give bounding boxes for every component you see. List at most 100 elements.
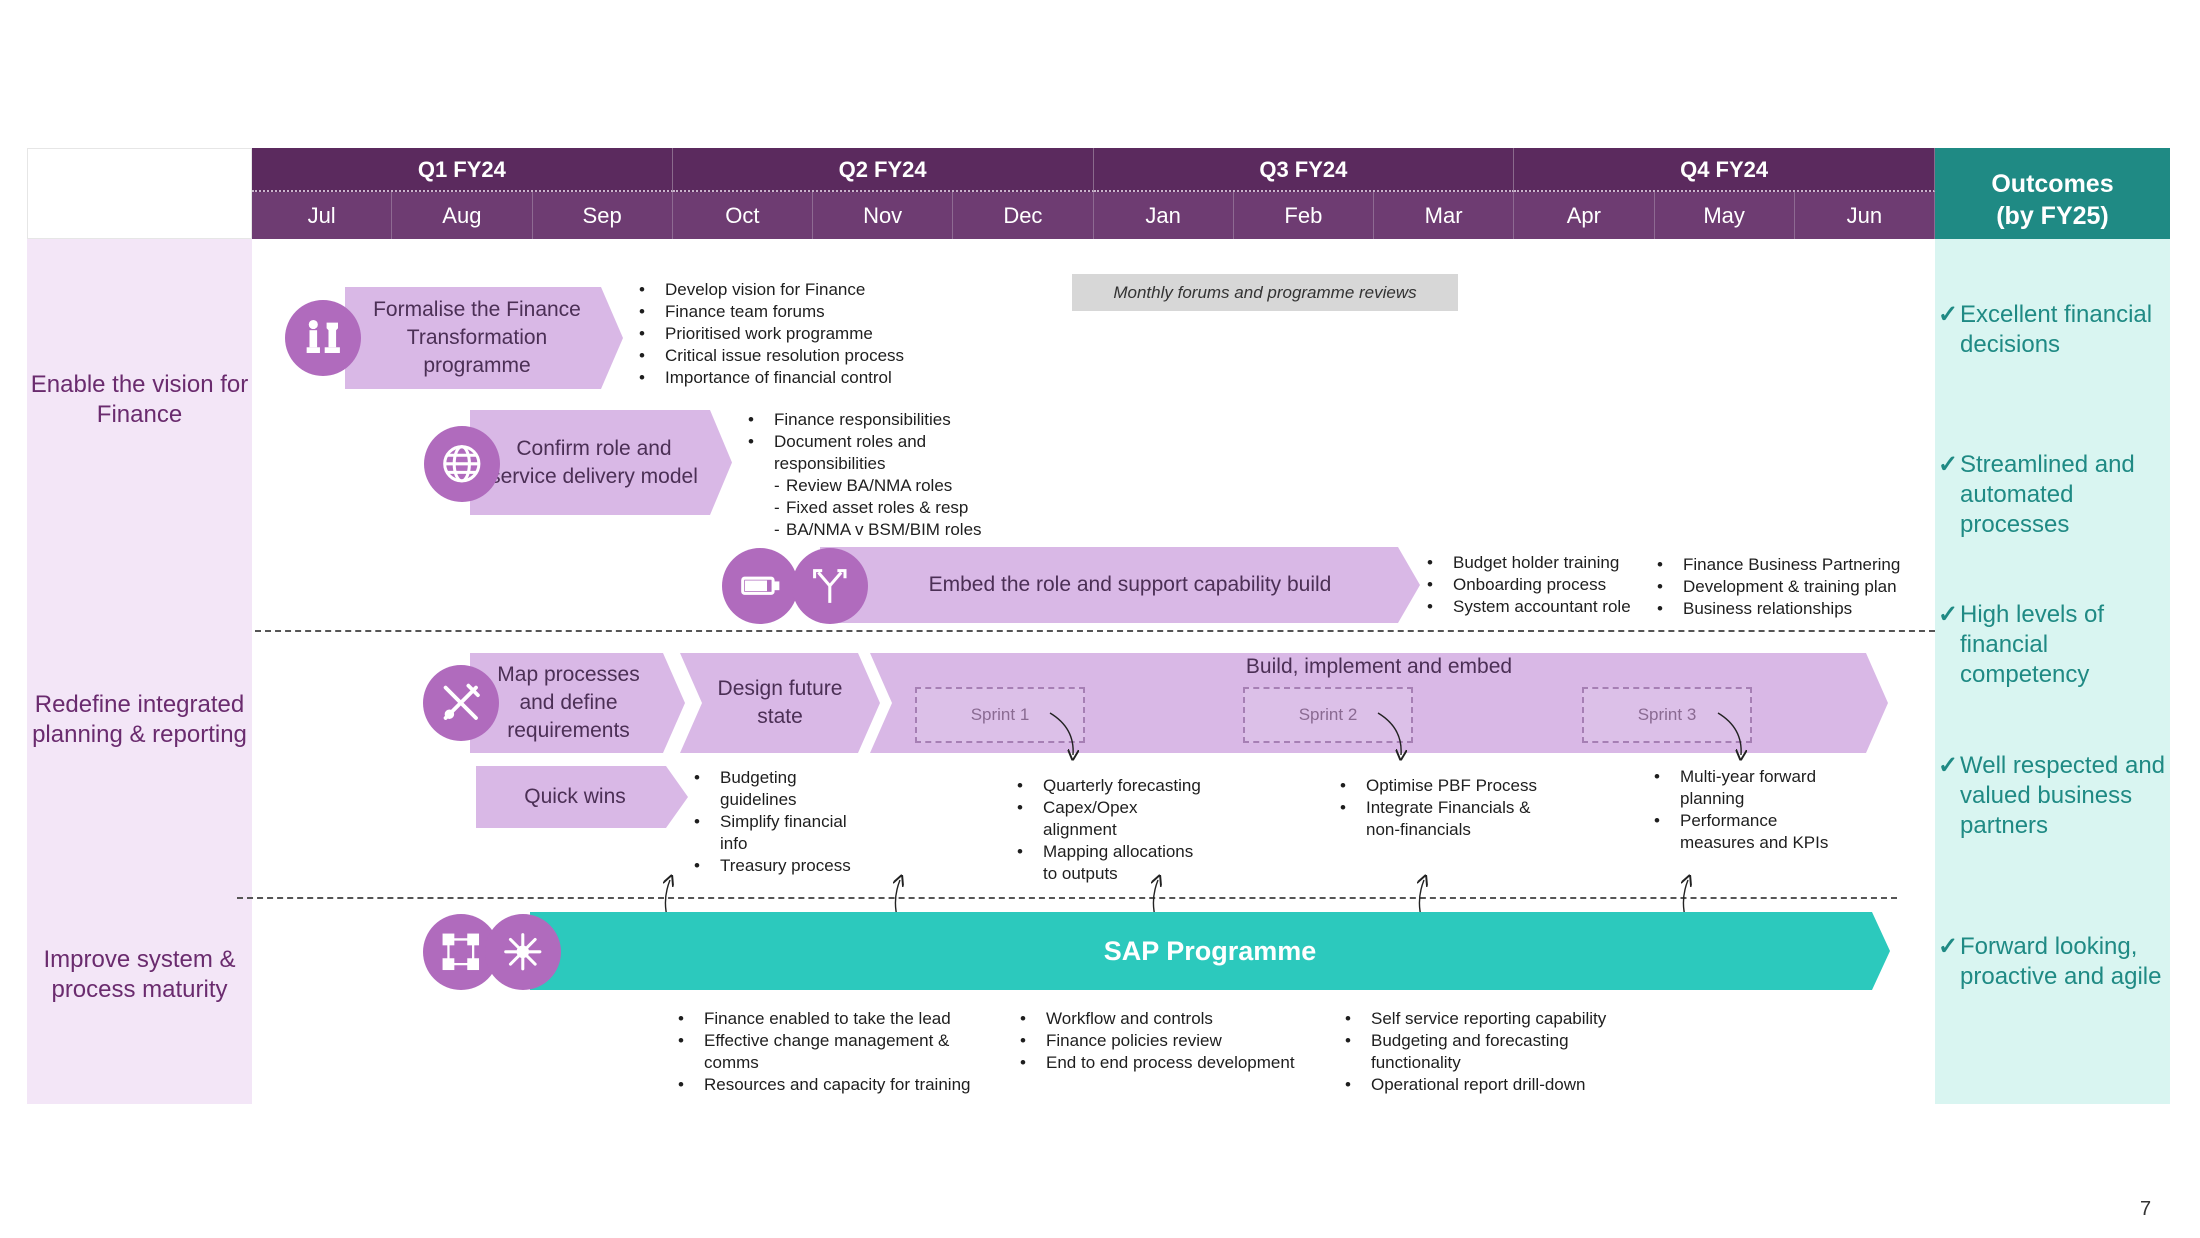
bullet-item: Performance	[1650, 810, 1880, 832]
map-processes-chevron: Map processes and define requirements	[470, 653, 685, 753]
bullet-item: Document roles and	[744, 431, 1044, 453]
row-label-column	[27, 239, 252, 1104]
bullet-item: Budget holder training	[1423, 552, 1663, 574]
month-dec: Dec	[953, 192, 1094, 239]
bullet-item: responsibilities	[774, 454, 886, 473]
build-implement-label: Build, implement and embed	[1245, 655, 1513, 678]
bullet-item: End to end process development	[1016, 1052, 1346, 1074]
bullet-item: Quarterly forecasting	[1013, 775, 1243, 797]
outcome-text: Well respected and valued business partn…	[1960, 752, 2166, 839]
outcome-text: Excellent financial decisions	[1960, 301, 2153, 358]
formalise-programme-chevron: Formalise the Finance Transformation pro…	[345, 287, 623, 389]
month-may: May	[1655, 192, 1795, 239]
month-apr: Apr	[1514, 192, 1655, 239]
quarter-q1: Q1 FY24	[252, 148, 673, 192]
confirm-role-bullets: Finance responsibilities Document roles …	[744, 409, 1044, 541]
month-oct: Oct	[673, 192, 813, 239]
system-bullets-1: Finance enabled to take the lead Effecti…	[674, 1008, 1014, 1096]
embed-bullets-b: Finance Business Partnering Development …	[1653, 554, 1933, 620]
sprint-1: Sprint 1	[915, 687, 1085, 743]
planning-bullets-3: Optimise PBF Process Integrate Financial…	[1336, 775, 1576, 841]
bullet-item: alignment	[1043, 820, 1117, 839]
bullet-item: Workflow and controls	[1016, 1008, 1346, 1030]
planning-bullets-1: Budgeting guidelines Simplify financial …	[690, 767, 900, 877]
sub-bullet-item: BA/NMA v BSM/BIM roles	[744, 519, 1044, 541]
bullet-item: Finance Business Partnering	[1653, 554, 1933, 576]
month-sep: Sep	[533, 192, 673, 239]
bullet-item: Development & training plan	[1653, 576, 1933, 598]
outcomes-subtitle: (by FY25)	[1996, 202, 2109, 230]
sprint-2: Sprint 2	[1243, 687, 1413, 743]
outcome-item: ✓ Well respected and valued business par…	[1938, 751, 2170, 841]
sub-bullet-item: Review BA/NMA roles	[744, 475, 1044, 497]
check-icon: ✓	[1938, 301, 1959, 328]
bullet-item: Prioritised work programme	[635, 323, 975, 345]
check-icon: ✓	[1938, 601, 1959, 628]
check-icon: ✓	[1938, 451, 1959, 478]
bullet-item: Resources and capacity for training	[674, 1074, 1014, 1096]
embed-bullets-a: Budget holder training Onboarding proces…	[1423, 552, 1663, 618]
outcomes-column	[1935, 239, 2170, 1104]
outcome-text: High levels of financial competency	[1960, 601, 2105, 688]
outcomes-header: Outcomes (by FY25)	[1935, 148, 2170, 239]
month-mar: Mar	[1374, 192, 1515, 239]
planning-bullets-2: Quarterly forecasting Capex/Opex alignme…	[1013, 775, 1243, 885]
divider-1	[255, 630, 1935, 632]
bullet-item: Finance team forums	[635, 301, 975, 323]
chess-icon	[285, 300, 361, 376]
outcomes-title: Outcomes	[1991, 170, 2114, 198]
outcome-item: ✓ Forward looking, proactive and agile	[1938, 932, 2170, 992]
row-label-system: Improve system & process maturity	[43, 946, 236, 1003]
bullet-item: Mapping allocations	[1013, 841, 1243, 863]
bullet-item: Importance of financial control	[635, 367, 975, 389]
outcome-item: ✓ Excellent financial decisions	[1938, 300, 2170, 360]
planning-bullets-4: Multi-year forward planning Performance …	[1650, 766, 1880, 854]
bullet-item: info	[720, 834, 748, 853]
bullet-item: Budgeting and forecasting	[1341, 1030, 1671, 1052]
bullet-item: Self service reporting capability	[1341, 1008, 1671, 1030]
bullet-item: System accountant role	[1423, 596, 1663, 618]
header-corner	[27, 148, 252, 239]
quarter-q3: Q3 FY24	[1093, 148, 1515, 192]
bullet-item: to outputs	[1043, 864, 1118, 883]
monthly-forums-bar: Monthly forums and programme reviews	[1072, 274, 1458, 311]
bullet-item: non-financials	[1366, 820, 1471, 839]
bullet-item: Budgeting	[690, 767, 900, 789]
check-icon: ✓	[1938, 752, 1959, 779]
design-future-state-chevron: Design future state	[680, 653, 880, 753]
bullet-item: functionality	[1371, 1053, 1461, 1072]
bullet-item: Integrate Financials &	[1336, 797, 1576, 819]
month-header-row: Jul Aug Sep Oct Nov Dec Jan Feb Mar Apr …	[252, 192, 1935, 239]
bullet-item: Simplify financial	[690, 811, 900, 833]
bullet-item: Treasury process	[690, 855, 900, 877]
bullet-item: Operational report drill-down	[1341, 1074, 1671, 1096]
divider-2	[237, 897, 1897, 899]
month-feb: Feb	[1234, 192, 1374, 239]
confirm-role-chevron: Confirm role and service delivery model	[470, 410, 732, 515]
bullet-item: Effective change management &	[674, 1030, 1014, 1052]
month-jun: Jun	[1795, 192, 1935, 239]
bullet-item: Business relationships	[1653, 598, 1933, 620]
sub-bullet-item: Fixed asset roles & resp	[744, 497, 1044, 519]
month-jul: Jul	[252, 192, 393, 239]
quarter-q2: Q2 FY24	[672, 148, 1094, 192]
tools-icon	[423, 665, 499, 741]
sap-programme-bar: SAP Programme	[530, 912, 1890, 990]
bullet-item: guidelines	[720, 790, 797, 809]
system-bullets-3: Self service reporting capability Budget…	[1341, 1008, 1671, 1096]
formalise-bullets: Develop vision for Finance Finance team …	[635, 279, 975, 389]
bullet-item: Multi-year forward	[1650, 766, 1880, 788]
outcome-item: ✓ Streamlined and automated processes	[1938, 450, 2170, 540]
system-bullets-2: Workflow and controls Finance policies r…	[1016, 1008, 1346, 1074]
row-label-vision: Enable the vision for Finance	[30, 371, 249, 428]
quick-wins-chevron: Quick wins	[476, 766, 688, 828]
row-label-planning: Redefine integrated planning & reporting	[32, 691, 247, 748]
bullet-item: Critical issue resolution process	[635, 345, 975, 367]
split-arrows-icon	[792, 548, 868, 624]
bullet-item: Develop vision for Finance	[635, 279, 975, 301]
outcome-text: Forward looking, proactive and agile	[1960, 933, 2162, 990]
battery-icon	[722, 548, 798, 624]
bullet-item: Capex/Opex	[1013, 797, 1243, 819]
bullet-item: planning	[1680, 789, 1745, 808]
bullet-item: Finance enabled to take the lead	[674, 1008, 1014, 1030]
